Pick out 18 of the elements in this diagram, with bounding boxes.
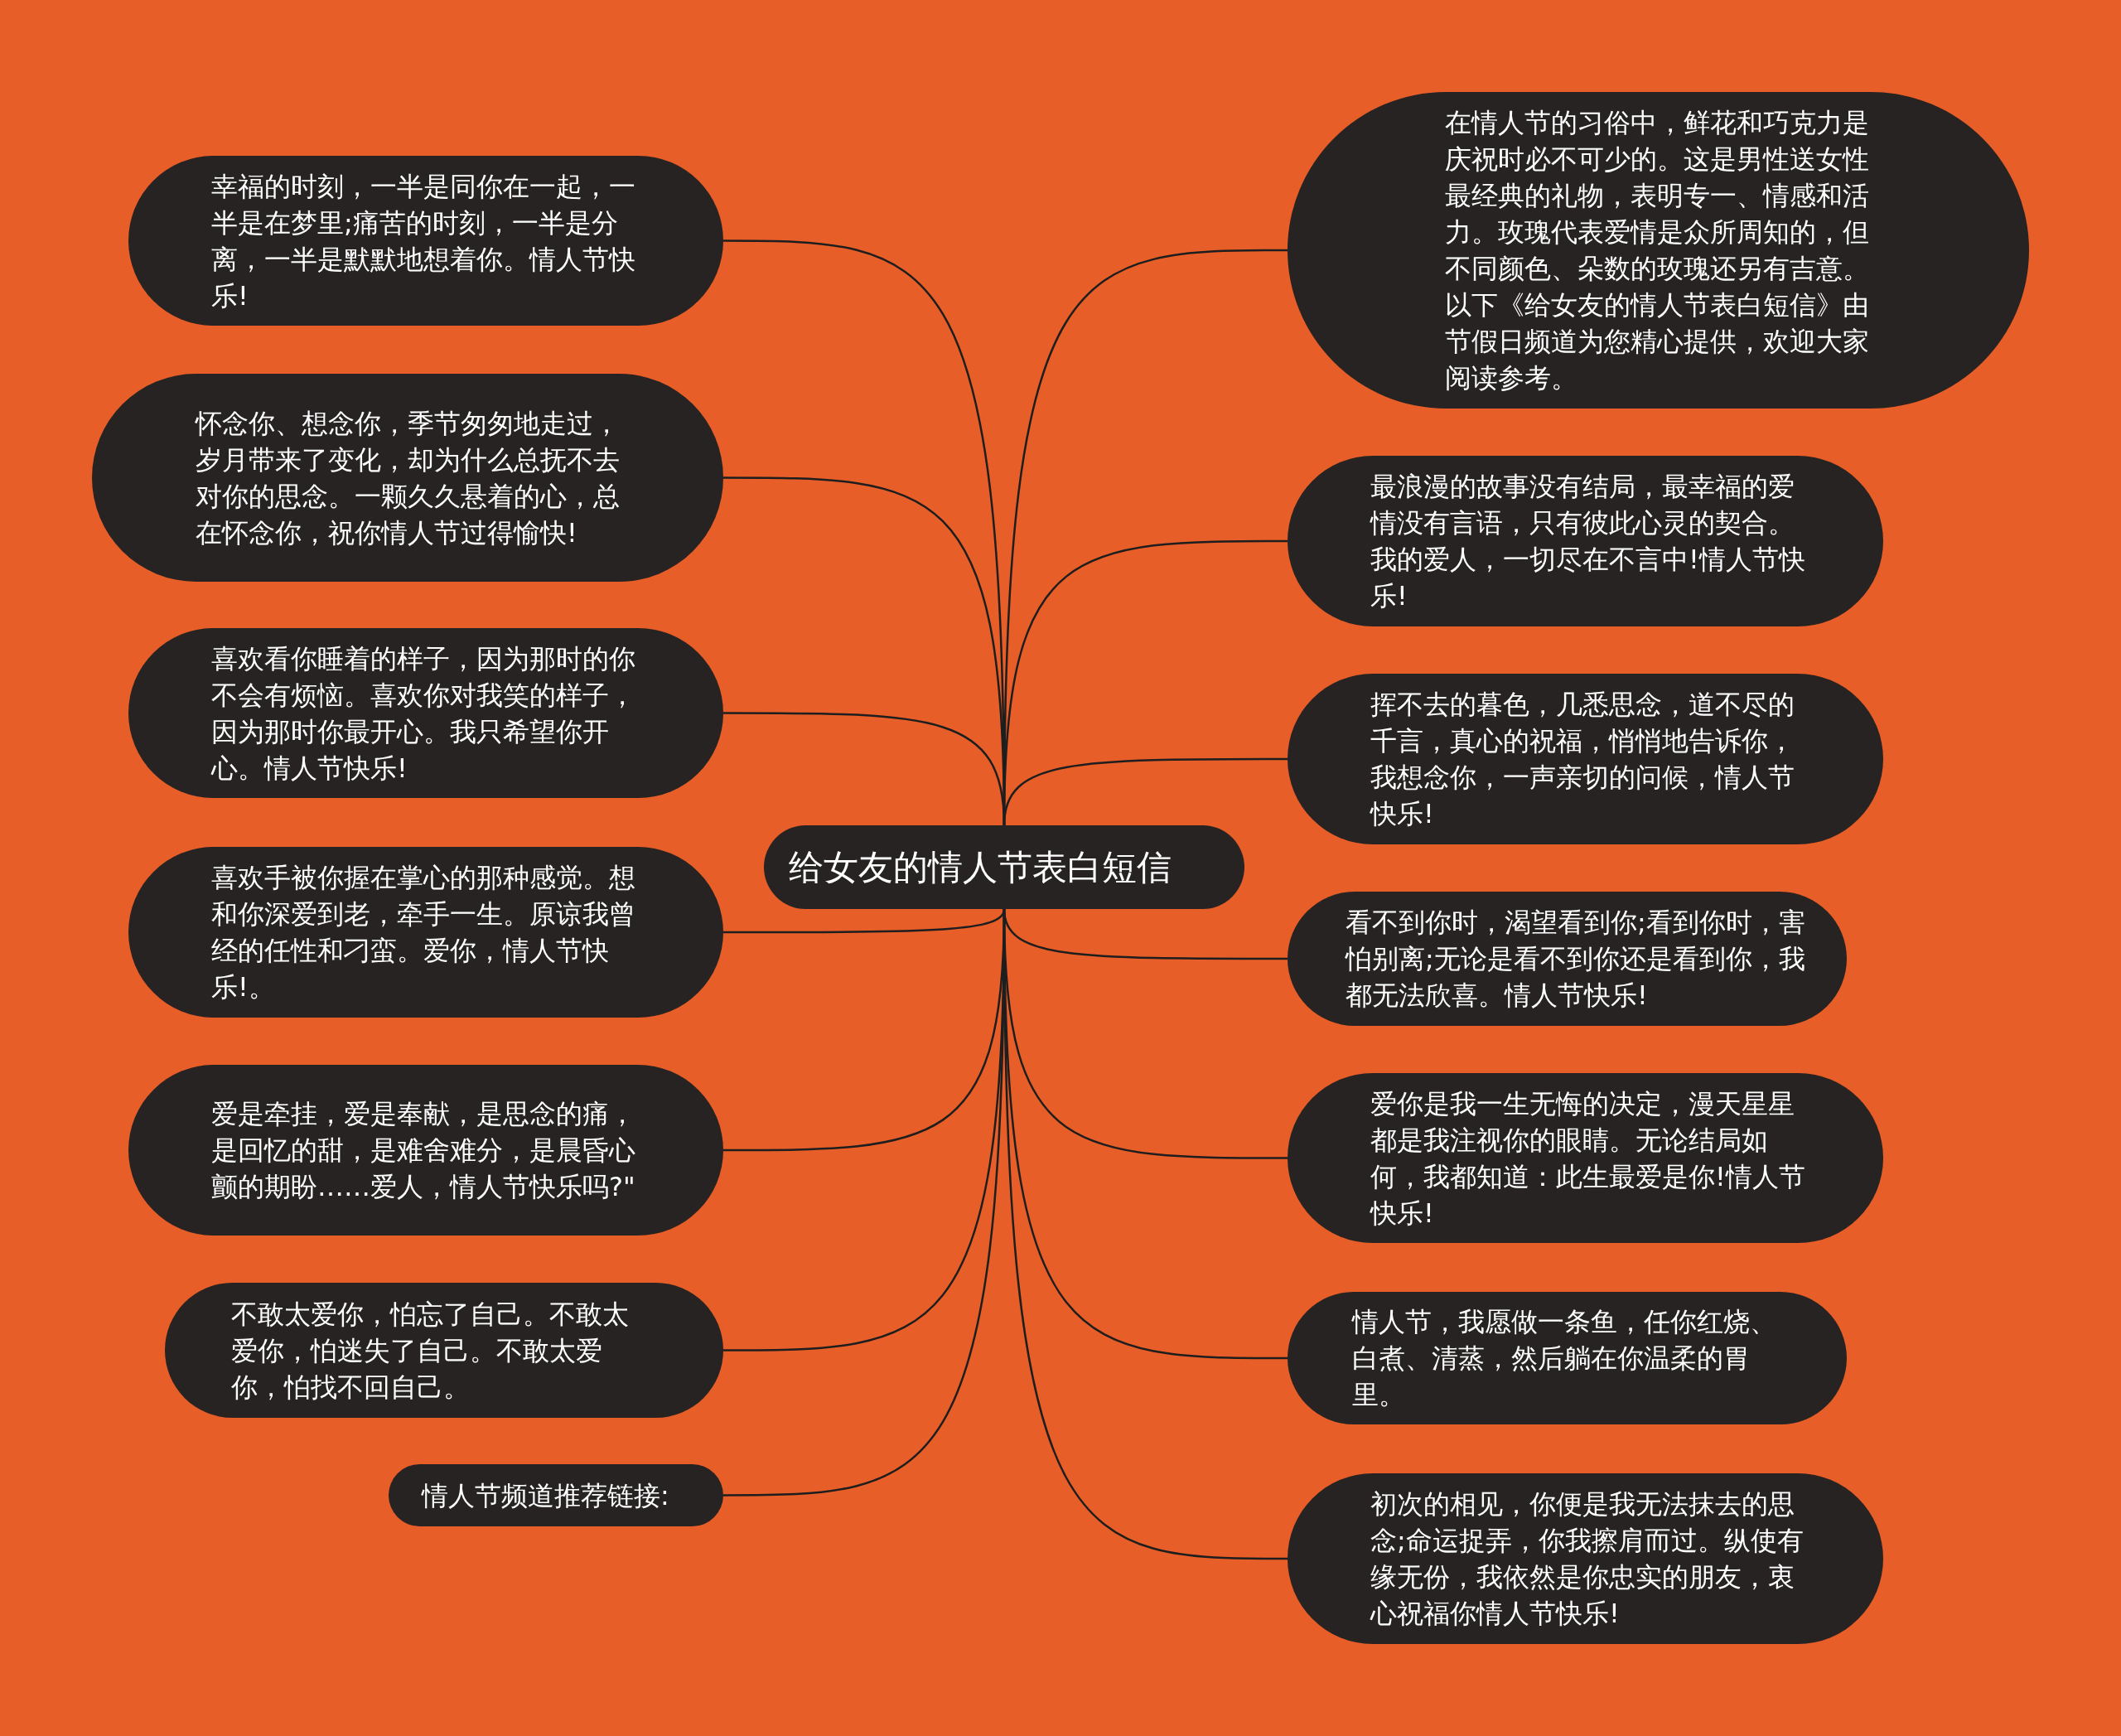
message-text: 情人节，我愿做一条鱼，任你红烧、白煮、清蒸，然后躺在你温柔的胃里。 [1352, 1305, 1777, 1412]
connector-line [723, 908, 1006, 934]
message-text: 喜欢看你睡着的样子，因为那时的你不会有烦恼。喜欢你对我笑的样子，因为那时你最开心。我只希望你开心。情人节快乐! [211, 641, 636, 786]
message-text: 喜欢手被你握在掌心的那种感觉。想和你深爱到老，牵手一生。原谅我曾经的任性和刁蛮。爱你，情人节快乐!。 [211, 861, 636, 1004]
message-text: 不敢太爱你，怕忘了自己。不敢太爱你，怕迷失了自己。不敢太爱你，怕找不回自己。 [231, 1297, 630, 1405]
connector-line [1003, 757, 1288, 826]
message-text: 挥不去的暮色，几悉思念，道不尽的千言，真心的祝福，悄悄地告诉你，我想念你，一声亲切的问候，情人节快乐! [1370, 688, 1795, 831]
message-text: 看不到你时，渴望看到你;看到你时，害怕别离;无论是看不到你还是看到你，我都无法欣喜。情人节快乐! [1346, 906, 1806, 1013]
connector-line [1003, 909, 1288, 1560]
message-text: 在情人节的习俗中，鲜花和巧克力是庆祝时必不可少的。这是男性送女性最经典的礼物，表明专一、情感和活力。玫瑰代表爱情是众所周知的，但不同颜色、朵数的玫瑰还另有吉意。以下《给女友的情人节表白短信》由节假日频道为您精心提供，欢迎大家阅读参考。 [1445, 106, 1870, 395]
message-text: 幸福的时刻，一半是同你在一起，一半是在梦里;痛苦的时刻，一半是分离，一半是默默地想着你。情人节快乐! [211, 169, 636, 313]
message-text: 情人节频道推荐链接: [422, 1478, 670, 1513]
message-text: 爱是牵挂，爱是奉献，是思念的痛，是回忆的甜，是难舍难分，是晨昏心颤的期盼……爱人，情人节快乐吗?" [211, 1097, 636, 1204]
message-text: 最浪漫的故事没有结局，最幸福的爱情没有言语，只有彼此心灵的契合。我的爱人，一切尽在不言中!情人节快乐! [1370, 470, 1806, 613]
message-text: 初次的相见，你便是我无法抹去的思念;命运捉弄，你我擦肩而过。纵使有缘无份，我依然是你忠实的朋友，衷心祝福你情人节快乐! [1370, 1487, 1805, 1631]
topic-title: 给女友的情人节表白短信 [789, 845, 1172, 889]
message-text: 爱你是我一生无悔的决定，漫天星星都是我注视你的眼睛。无论结局如何，我都知道：此生最爱是你!情人节快乐! [1370, 1086, 1806, 1231]
message-text: 怀念你、想念你，季节匆匆地走过，岁月带来了变化，却为什么总抚不去对你的思念。一颗久久悬着的心，总在怀念你，祝你情人节过得愉快! [196, 406, 621, 550]
